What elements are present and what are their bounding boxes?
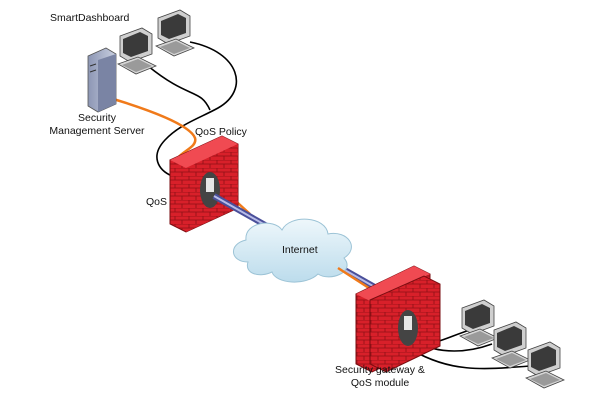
server-label-line2: Management Server: [49, 125, 145, 137]
qos-policy-label: QoS Policy: [195, 126, 247, 138]
server-tower-icon: [87, 47, 117, 113]
internet-label: Internet: [282, 244, 318, 256]
firewall-icon: [355, 265, 441, 373]
gateway-label-line1: Security gateway &: [335, 364, 425, 376]
firewall-icon: [169, 135, 239, 233]
qos-label: QoS: [146, 196, 168, 208]
smartdashboard-label: SmartDashboard: [50, 12, 130, 24]
qos-policy-line-lower: [337, 266, 373, 292]
cloud-icon: [233, 218, 352, 283]
gateway-label-line2: QoS module: [350, 377, 410, 389]
server-label-line1: Security: [78, 112, 116, 124]
